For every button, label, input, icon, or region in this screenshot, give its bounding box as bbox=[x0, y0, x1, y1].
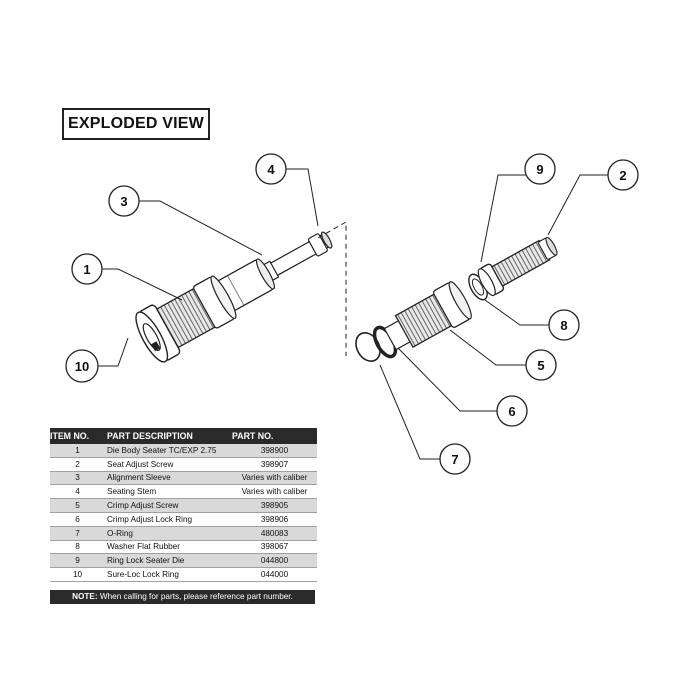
table-row: 10 Sure-Loc Lock Ring 044000 bbox=[50, 567, 317, 582]
svg-text:9: 9 bbox=[536, 162, 543, 177]
upper-right-assembly bbox=[468, 236, 558, 301]
svg-text:6: 6 bbox=[508, 404, 515, 419]
cell-description: Crimp Adjust Screw bbox=[105, 498, 232, 513]
cell-item: 10 bbox=[50, 567, 105, 582]
callout-9: 9 bbox=[524, 153, 556, 185]
svg-text:3: 3 bbox=[120, 194, 127, 209]
callout-8: 8 bbox=[548, 309, 580, 341]
cell-description: Alignment Sleeve bbox=[105, 471, 232, 486]
crimp-adjust-screw-part bbox=[394, 281, 472, 348]
table-row: 6 Crimp Adjust Lock Ring 398906 bbox=[50, 512, 317, 527]
cell-part-no: 398907 bbox=[232, 457, 317, 472]
cell-description: Crimp Adjust Lock Ring bbox=[105, 512, 232, 527]
cell-item: 6 bbox=[50, 512, 105, 527]
svg-text:2: 2 bbox=[619, 168, 626, 183]
left-assembly bbox=[135, 231, 333, 363]
callout-7: 7 bbox=[439, 443, 471, 475]
cell-part-no: 398905 bbox=[232, 498, 317, 513]
axis-dashed-line bbox=[317, 221, 347, 356]
cell-description: Washer Flat Rubber bbox=[105, 540, 232, 555]
o-ring-part bbox=[355, 332, 381, 362]
table-header-row: ITEM NO. PART DESCRIPTION PART NO. bbox=[50, 428, 317, 444]
die-body-part bbox=[154, 275, 237, 350]
svg-text:10: 10 bbox=[75, 359, 89, 374]
callout-2: 2 bbox=[607, 159, 639, 191]
header-part-no: PART NO. bbox=[232, 428, 317, 444]
table-note: NOTE: When calling for parts, please ref… bbox=[50, 590, 315, 604]
svg-text:5: 5 bbox=[537, 358, 544, 373]
cell-description: Ring Lock Seater Die bbox=[105, 553, 232, 569]
svg-text:8: 8 bbox=[560, 318, 567, 333]
note-label: NOTE: bbox=[72, 592, 98, 601]
table-row: 9 Ring Lock Seater Die 044800 bbox=[50, 553, 317, 569]
svg-text:7: 7 bbox=[451, 452, 458, 467]
table-row: 1 Die Body Seater TC/EXP 2.75 398900 bbox=[50, 444, 317, 458]
cell-part-no: 044800 bbox=[232, 553, 317, 569]
cell-description: Die Body Seater TC/EXP 2.75 bbox=[105, 444, 232, 458]
cell-item: 5 bbox=[50, 498, 105, 513]
svg-text:1: 1 bbox=[83, 262, 90, 277]
svg-text:4: 4 bbox=[267, 162, 275, 177]
exploded-view-title: EXPLODED VIEW bbox=[62, 108, 210, 140]
parts-table: ITEM NO. PART DESCRIPTION PART NO. 1 Die… bbox=[50, 428, 317, 582]
cell-item: 2 bbox=[50, 457, 105, 472]
callout-3: 3 bbox=[108, 185, 140, 217]
cell-part-no: Varies with caliber bbox=[232, 471, 317, 486]
table-row: 7 O-Ring 480083 bbox=[50, 526, 317, 541]
cell-description: Seating Stem bbox=[105, 484, 232, 500]
callout-1: 1 bbox=[71, 253, 103, 285]
cell-part-no: 398900 bbox=[232, 444, 317, 458]
note-text: When calling for parts, please reference… bbox=[99, 592, 293, 601]
cell-description: Sure-Loc Lock Ring bbox=[105, 567, 232, 582]
cell-item: 1 bbox=[50, 444, 105, 458]
table-row: 8 Washer Flat Rubber 398067 bbox=[50, 540, 317, 555]
table-row: 2 Seat Adjust Screw 398907 bbox=[50, 457, 317, 472]
right-assembly bbox=[372, 281, 472, 359]
cell-part-no: 398906 bbox=[232, 512, 317, 527]
sure-loc-lock-ring-part bbox=[135, 304, 181, 363]
cell-item: 7 bbox=[50, 526, 105, 541]
cell-item: 8 bbox=[50, 540, 105, 555]
cell-item: 3 bbox=[50, 471, 105, 486]
table-row: 4 Seating Stem Varies with caliber bbox=[50, 484, 317, 500]
cell-part-no: 044000 bbox=[232, 567, 317, 582]
callout-6: 6 bbox=[496, 395, 528, 427]
table-row: 5 Crimp Adjust Screw 398905 bbox=[50, 498, 317, 513]
cell-item: 9 bbox=[50, 553, 105, 569]
cell-part-no: 480083 bbox=[232, 526, 317, 541]
cell-item: 4 bbox=[50, 484, 105, 500]
cell-part-no: 398067 bbox=[232, 540, 317, 555]
cell-description: O-Ring bbox=[105, 526, 232, 541]
header-item-no: ITEM NO. bbox=[50, 428, 105, 444]
crimp-lock-ring-part bbox=[372, 319, 413, 359]
header-part-description: PART DESCRIPTION bbox=[105, 428, 232, 444]
table-row: 3 Alignment Sleeve Varies with caliber bbox=[50, 471, 317, 486]
callout-4: 4 bbox=[255, 153, 287, 185]
cell-description: Seat Adjust Screw bbox=[105, 457, 232, 472]
cell-part-no: Varies with caliber bbox=[232, 484, 317, 500]
callout-10: 10 bbox=[65, 349, 99, 383]
callout-5: 5 bbox=[525, 349, 557, 381]
